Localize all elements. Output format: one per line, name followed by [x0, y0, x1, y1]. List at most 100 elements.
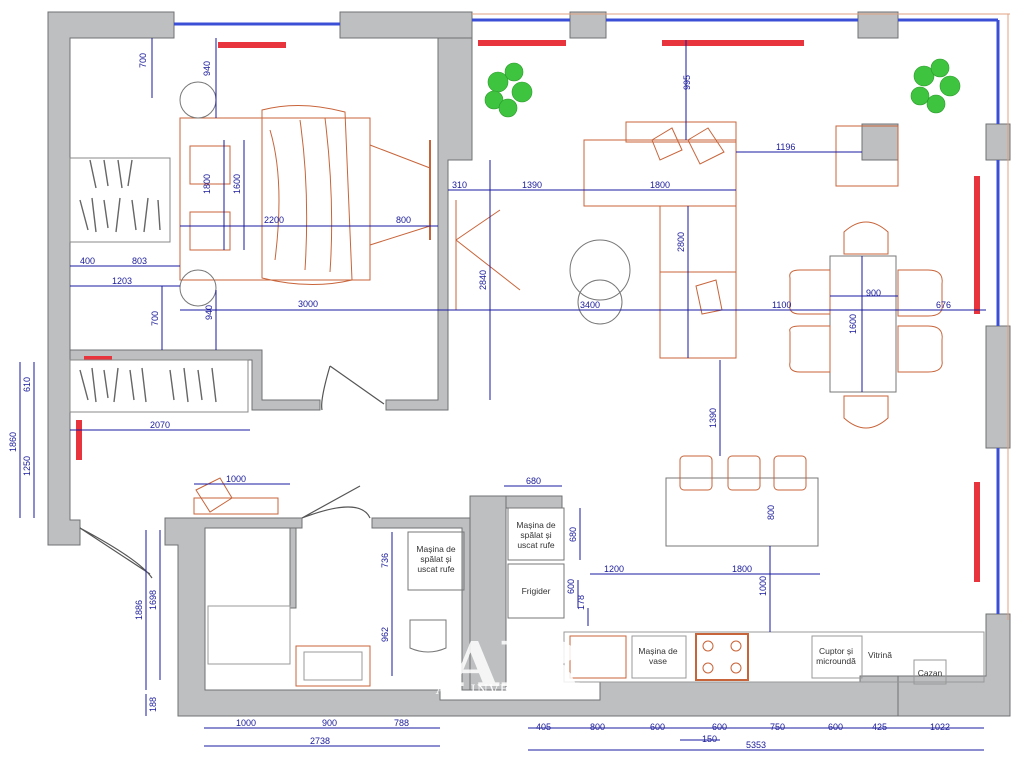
label-vitrine: Vitrină — [868, 650, 892, 660]
dim-kitchen-1: 680 — [568, 527, 578, 542]
fridge — [507, 563, 565, 619]
living-furniture — [455, 58, 961, 547]
radiator-living-2 — [662, 40, 804, 46]
dim-living-12: 1390 — [708, 408, 718, 428]
dim-kitchen-7: 1800 — [732, 564, 752, 574]
dim-bottom-9: 600 — [828, 722, 843, 732]
nightstand-bottom — [179, 269, 217, 307]
radiator-right-1 — [974, 176, 980, 314]
wall-column-b — [857, 11, 899, 39]
sofa-back — [625, 121, 737, 143]
dim-bottom-1: 900 — [322, 718, 337, 728]
dimension-labels: 700 940 1800 1600 2200 800 400 803 1203 … — [8, 53, 951, 750]
dim-wardrobe-0: 610 — [22, 377, 32, 392]
radiator-bedroom — [218, 42, 286, 48]
radiator-right-2 — [974, 482, 980, 582]
chair-left-2 — [789, 325, 831, 373]
dim-kitchen-2: 800 — [766, 505, 776, 520]
dim-bedroom-11: 3000 — [298, 299, 318, 309]
dim-living-8: 1100 — [772, 300, 791, 310]
burner-2 — [730, 640, 742, 652]
dim-living-10: 1600 — [848, 314, 858, 334]
cushion-3 — [695, 279, 723, 315]
counter — [563, 631, 985, 683]
dim-living-11: 676 — [936, 300, 951, 310]
door-entry — [79, 527, 153, 579]
toilet — [409, 619, 447, 653]
wall-kitchen-top — [505, 495, 563, 509]
radiator-living-1 — [478, 40, 566, 46]
bath-sink-inner — [303, 651, 363, 681]
pillow-top — [189, 145, 231, 185]
wall-partition-bedroom — [385, 37, 473, 411]
kitchen-island — [665, 477, 819, 547]
bar-stool-2 — [727, 455, 761, 491]
dim-bottom-4: 405 — [536, 722, 551, 732]
hangers — [79, 159, 161, 233]
dim-bath-1: 1886 — [134, 600, 144, 620]
dim-bedroom-7: 803 — [132, 256, 147, 266]
bed-sheets-fold — [269, 117, 333, 273]
watermark: AIR ALL INVEST REALTY — [435, 628, 594, 701]
interior-column — [861, 123, 899, 161]
wall-outer-left — [47, 11, 175, 546]
wardrobe-hall — [69, 359, 249, 413]
coffee-table-1 — [569, 239, 631, 301]
bath-sink — [295, 645, 371, 687]
fixtures — [79, 365, 985, 687]
dim-bottom-6: 600 — [650, 722, 665, 732]
radiator-wardrobe — [84, 356, 112, 360]
dimension-lines — [19, 38, 986, 751]
dim-kitchen-3: 736 — [380, 553, 390, 568]
dim-kitchen-5: 178 — [576, 595, 586, 610]
dim-bottom-2: 788 — [394, 718, 409, 728]
washer-kitchen — [507, 507, 565, 561]
dim-bedroom-5: 800 — [396, 215, 411, 225]
dim-living-5: 2800 — [676, 232, 686, 252]
dim-living-3: 1390 — [522, 180, 542, 190]
nightstand-top — [179, 81, 217, 119]
cooktop — [695, 633, 749, 681]
dim-bath-3: 188 — [148, 697, 158, 712]
dim-bottom-8: 750 — [770, 722, 785, 732]
chair-bottom — [843, 395, 889, 429]
dim-bottom-3: 2738 — [310, 736, 330, 746]
watermark-logo: AIR — [450, 628, 580, 701]
hall-bench — [193, 497, 279, 515]
dim-bedroom-1: 940 — [202, 61, 212, 76]
bar-stool-3 — [773, 455, 807, 491]
dim-living-1: 1196 — [776, 142, 795, 152]
radiators — [76, 40, 980, 582]
sofa-l — [583, 139, 737, 359]
wall-right-bottom — [897, 613, 1011, 717]
kitchen-sink — [569, 635, 627, 679]
dim-bottom-13: 5353 — [746, 740, 766, 750]
dim-bedroom-2: 1800 — [202, 174, 212, 194]
dim-kitchen-4: 600 — [566, 579, 576, 594]
hangers-hall — [79, 367, 217, 403]
dim-living-4: 1800 — [650, 180, 670, 190]
wall-right-outer — [985, 123, 1011, 161]
dim-wardrobe-3: 2070 — [150, 420, 170, 430]
dim-bedroom-4: 2200 — [264, 215, 284, 225]
bedroom-furniture — [69, 81, 431, 413]
dim-bedroom-6: 400 — [80, 256, 95, 266]
watermark-tagline: ALL INVEST REALTY — [435, 683, 594, 698]
dim-bedroom-10: 940 — [204, 305, 214, 320]
washer-bath — [407, 531, 465, 591]
plant-1 — [484, 62, 533, 118]
chair-left-1 — [789, 269, 831, 315]
cushion-2 — [687, 127, 725, 165]
dim-bottom-11: 1022 — [930, 722, 950, 732]
plant-2 — [910, 58, 961, 114]
dim-bath-0: 1000 — [226, 474, 246, 484]
burner-1 — [702, 640, 714, 652]
dim-kitchen-0: 680 — [526, 476, 541, 486]
burner-4 — [730, 662, 742, 674]
dim-bottom-10: 425 — [872, 722, 887, 732]
dim-bottom-0: 1000 — [236, 718, 256, 728]
